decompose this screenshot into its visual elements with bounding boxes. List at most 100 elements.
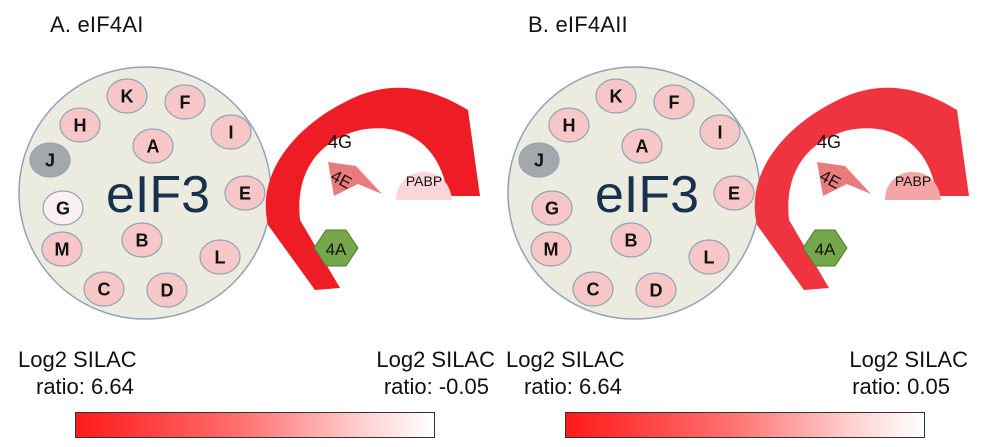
subunit-l-ellipse xyxy=(688,239,730,275)
subunit-a: A xyxy=(621,128,663,164)
legend-b-right: Log2 SILAC ratio: 0.05 xyxy=(818,346,968,400)
subunit-b-ellipse xyxy=(121,222,163,258)
pabp-shape xyxy=(885,171,941,200)
subunit-h: H xyxy=(548,107,590,143)
legend-b-left: Log2 SILAC ratio: 6.64 xyxy=(506,346,625,400)
eif4a-shape xyxy=(802,229,848,267)
subunit-b-ellipse xyxy=(610,222,652,258)
subunit-c: C xyxy=(572,271,614,307)
subunit-e: E xyxy=(224,175,266,211)
subunit-j: J xyxy=(29,142,71,178)
subunit-f: F xyxy=(653,84,695,120)
subunit-d-ellipse xyxy=(635,272,677,308)
eif4g-label: 4G xyxy=(817,132,841,152)
legend-a-right: Log2 SILAC ratio: -0.05 xyxy=(345,346,495,400)
eif3-label: eIF3 xyxy=(106,166,210,224)
subunit-i-ellipse xyxy=(699,114,741,150)
legend-a-gradient-bar xyxy=(75,412,435,438)
subunit-f-label: F xyxy=(180,93,191,113)
pabp-label: PABP xyxy=(406,173,442,189)
subunit-h-ellipse xyxy=(548,107,590,143)
subunit-e-ellipse xyxy=(713,175,755,211)
subunit-j-ellipse xyxy=(29,142,71,178)
legend-a-right-line2: ratio: -0.05 xyxy=(383,374,489,399)
subunit-d: D xyxy=(146,272,188,308)
panel-b-title: B. eIF4AII xyxy=(528,12,628,37)
eif4g-shape xyxy=(754,87,969,291)
legend-b-left-line2: ratio: 6.64 xyxy=(524,374,622,399)
subunit-k: K xyxy=(106,78,148,114)
eif4g-shape xyxy=(265,87,480,291)
subunit-m-label: M xyxy=(544,240,559,260)
panel-a-title: A. eIF4AI xyxy=(50,12,144,37)
subunit-e-label: E xyxy=(239,184,251,204)
legend-b-right-line1: Log2 SILAC xyxy=(849,347,968,372)
subunit-l: L xyxy=(688,239,730,275)
legend-b-gradient-bar xyxy=(565,412,925,438)
subunit-l-label: L xyxy=(215,248,226,268)
subunit-d-label: D xyxy=(650,281,663,301)
subunit-g: G xyxy=(42,190,84,226)
eif4e-shape xyxy=(328,162,382,196)
subunit-a-label: A xyxy=(147,137,160,157)
subunit-c-ellipse xyxy=(83,271,125,307)
subunit-f-ellipse xyxy=(653,84,695,120)
subunit-k-label: K xyxy=(121,87,134,107)
subunit-d-ellipse xyxy=(146,272,188,308)
subunit-i-label: I xyxy=(717,123,722,143)
subunit-g-ellipse xyxy=(42,190,84,226)
subunit-k-label: K xyxy=(610,87,623,107)
subunit-f: F xyxy=(164,84,206,120)
subunit-b: B xyxy=(121,222,163,258)
subunit-e: E xyxy=(713,175,755,211)
legend-b-right-line2: ratio: 0.05 xyxy=(852,374,950,399)
subunit-l-ellipse xyxy=(199,239,241,275)
subunit-h-label: H xyxy=(563,116,576,136)
subunit-c: C xyxy=(83,271,125,307)
subunit-b-label: B xyxy=(625,231,638,251)
subunit-a: A xyxy=(132,128,174,164)
subunit-e-label: E xyxy=(728,184,740,204)
subunit-g-label: G xyxy=(56,199,70,219)
subunit-m-ellipse xyxy=(41,231,83,267)
pabp-shape xyxy=(396,171,452,200)
legend-a-left-line2: ratio: 6.64 xyxy=(36,374,134,399)
subunit-b-label: B xyxy=(136,231,149,251)
subunit-m-ellipse xyxy=(530,231,572,267)
subunit-c-ellipse xyxy=(572,271,614,307)
eif4a-label: 4A xyxy=(815,240,836,259)
subunit-h: H xyxy=(59,107,101,143)
subunit-i-label: I xyxy=(228,123,233,143)
subunit-d-label: D xyxy=(161,281,174,301)
legend-b-left-line1: Log2 SILAC xyxy=(506,347,625,372)
subunit-c-label: C xyxy=(587,280,600,300)
subunit-a-ellipse xyxy=(621,128,663,164)
eif4a-label: 4A xyxy=(326,240,347,259)
subunit-a-label: A xyxy=(636,137,649,157)
subunit-h-label: H xyxy=(74,116,87,136)
subunit-g-label: G xyxy=(545,199,559,219)
subunit-a-ellipse xyxy=(132,128,174,164)
eif4g-label: 4G xyxy=(328,132,352,152)
subunit-g: G xyxy=(531,190,573,226)
subunit-m: M xyxy=(530,231,572,267)
legend-a-right-line1: Log2 SILAC xyxy=(376,347,495,372)
eif3-label: eIF3 xyxy=(595,166,699,224)
subunit-d: D xyxy=(635,272,677,308)
subunit-e-ellipse xyxy=(224,175,266,211)
subunit-i: I xyxy=(699,114,741,150)
subunit-l: L xyxy=(199,239,241,275)
subunit-l-label: L xyxy=(704,248,715,268)
pabp-label: PABP xyxy=(895,173,931,189)
subunit-i: I xyxy=(210,114,252,150)
eif4a-shape xyxy=(313,229,359,267)
subunit-g-ellipse xyxy=(531,190,573,226)
subunit-k: K xyxy=(595,78,637,114)
subunit-k-ellipse xyxy=(106,78,148,114)
subunit-f-label: F xyxy=(669,93,680,113)
subunit-m: M xyxy=(41,231,83,267)
eif4e-shape xyxy=(817,162,871,196)
subunit-f-ellipse xyxy=(164,84,206,120)
subunit-c-label: C xyxy=(98,280,111,300)
